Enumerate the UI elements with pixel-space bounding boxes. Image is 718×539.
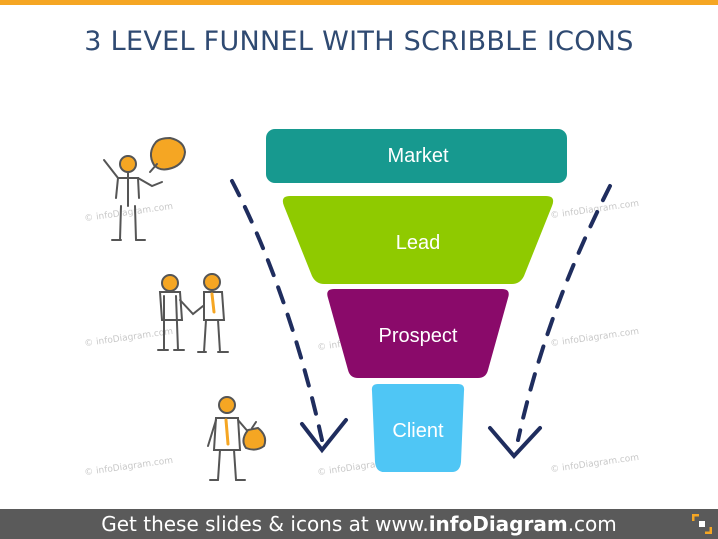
- footer-brand: infoDiagram: [428, 512, 568, 536]
- funnel-level-prospect: Prospect: [327, 289, 509, 378]
- funnel-shape-client: [371, 384, 465, 472]
- funnel-shape-prospect: [327, 289, 509, 378]
- speaking-person-icon: [103, 136, 187, 241]
- left-dashed-arrow: [230, 179, 348, 454]
- footer-bar: Get these slides & icons at www.infoDiag…: [0, 509, 718, 539]
- funnel-level-market: Market: [266, 129, 567, 183]
- funnel-shape-lead: [282, 196, 554, 284]
- funnel-label-lead: Lead: [396, 232, 441, 254]
- funnel-shape-market: [266, 129, 567, 183]
- funnel-level-lead: Lead: [282, 196, 554, 284]
- funnel-label-prospect: Prospect: [379, 325, 458, 347]
- person-with-money-bag-icon: [207, 396, 267, 481]
- slide-title: 3 LEVEL FUNNEL WITH SCRIBBLE ICONS: [84, 26, 634, 57]
- footer-text-suffix: .com: [567, 512, 617, 536]
- right-dashed-arrow: [488, 184, 612, 460]
- top-accent-bar: [0, 0, 718, 5]
- funnel-label-market: Market: [387, 145, 449, 167]
- handshake-icon: [157, 273, 229, 353]
- infodiagram-logo-icon: [692, 514, 712, 534]
- funnel-label-client: Client: [392, 420, 444, 442]
- footer-text-prefix: Get these slides & icons at www.: [101, 512, 429, 536]
- funnel-level-client: Client: [371, 384, 465, 472]
